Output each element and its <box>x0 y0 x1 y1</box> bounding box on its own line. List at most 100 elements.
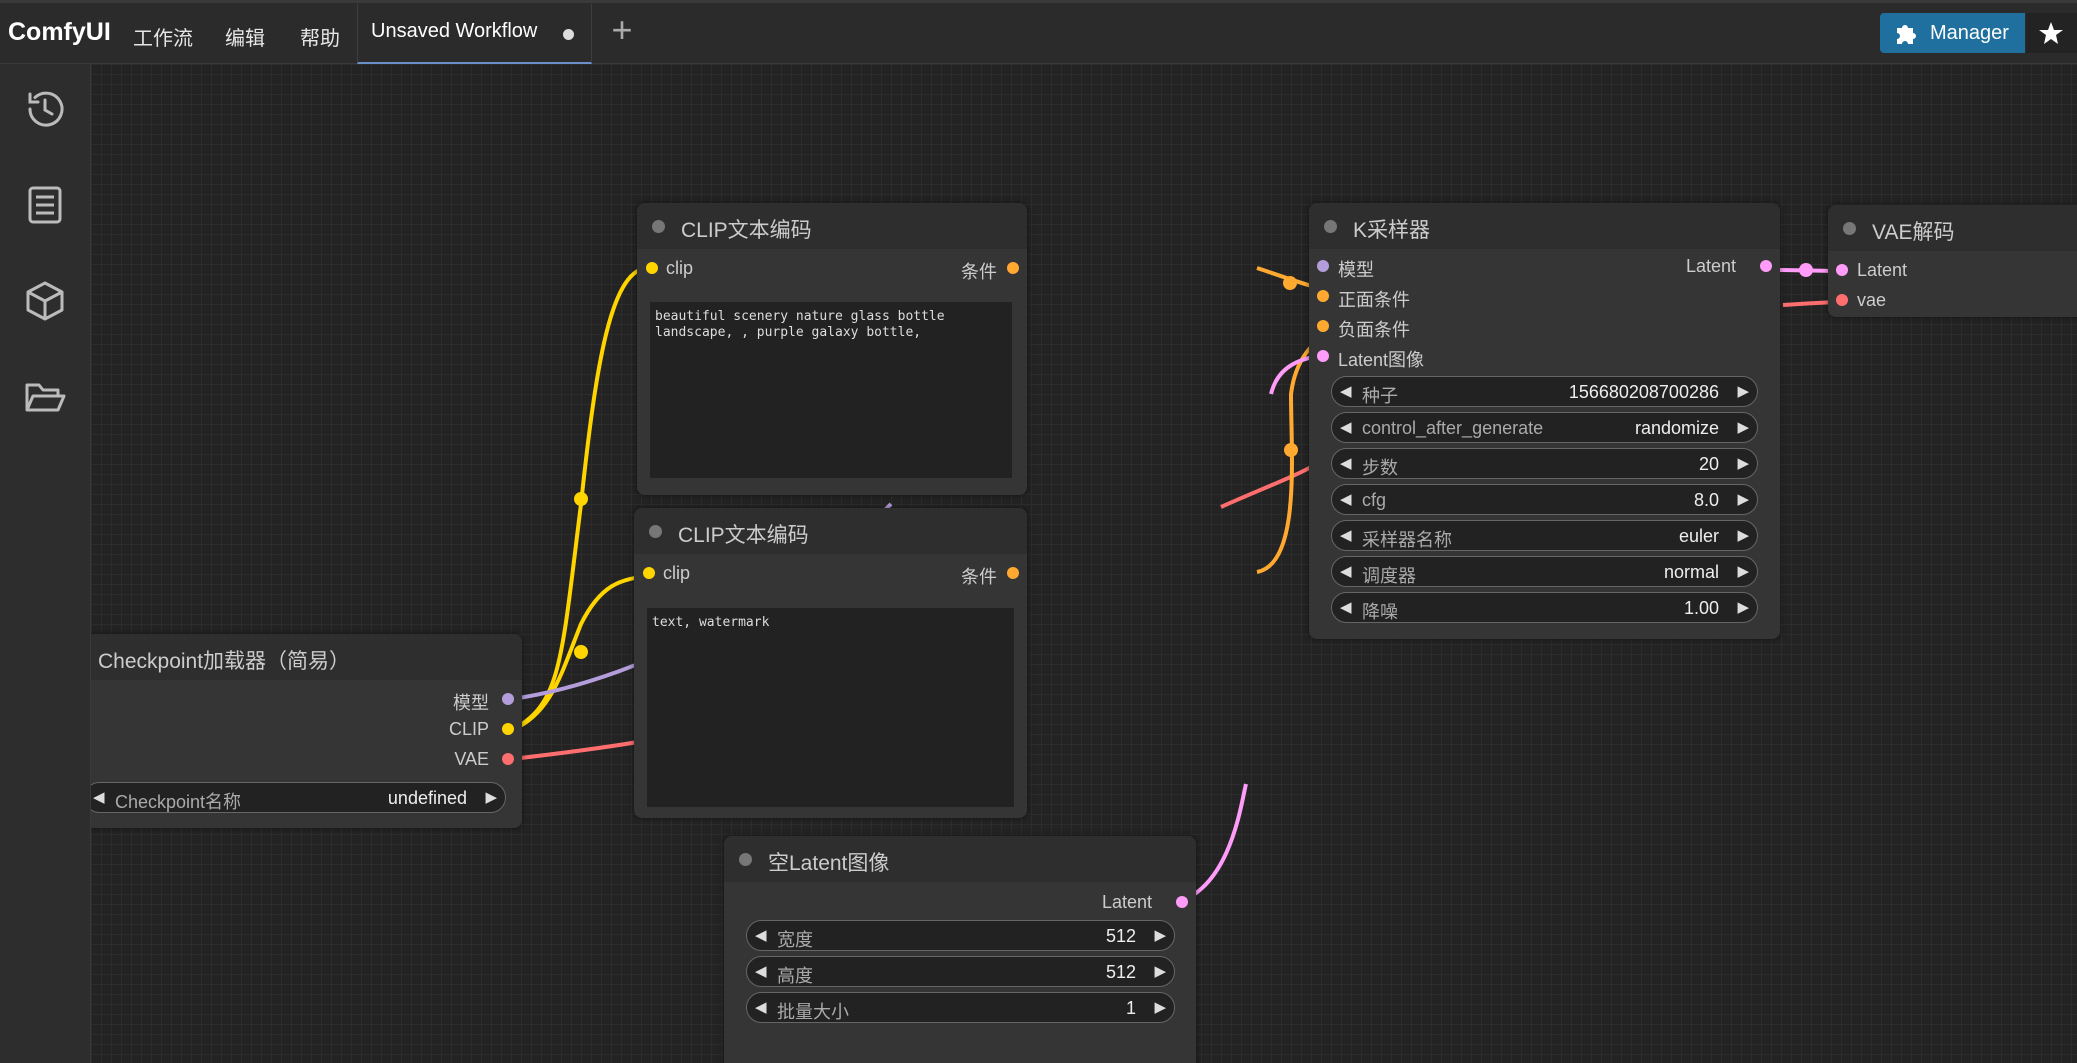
widget-name: 高度 <box>777 966 813 986</box>
prompt-textarea[interactable]: text, watermark <box>647 608 1014 807</box>
clip-input-label: clip <box>666 258 694 278</box>
menu-help[interactable]: 帮助 <box>300 28 340 50</box>
widget-name: 降噪 <box>1362 602 1398 622</box>
scheduler-combo[interactable]: ◀ 调度器 normal ▶ <box>1331 556 1758 587</box>
batch-size-widget[interactable]: ◀ 批量大小 1 ▶ <box>746 992 1175 1023</box>
node-empty-latent-image[interactable]: 空Latent图像 Latent ◀ 宽度 512 ▶ ◀ 高度 512 ▶ ◀… <box>724 836 1196 1063</box>
model-cube-icon[interactable] <box>22 278 68 324</box>
latent-input-slot[interactable] <box>1317 350 1329 362</box>
graph-canvas[interactable]: CLIP文本编码 clip 条件 beautiful scenery natur… <box>91 64 2077 1063</box>
negative-input-label: 负面条件 <box>1338 320 1410 340</box>
control-after-generate-combo[interactable]: ◀ control_after_generate randomize ▶ <box>1331 412 1758 443</box>
increment-arrow-icon[interactable]: ▶ <box>1154 999 1166 1016</box>
folder-open-icon[interactable] <box>22 374 68 420</box>
checkpoint-name-combo[interactable]: ◀ Checkpoint名称 undefined ▶ <box>91 782 506 813</box>
widget-name: 采样器名称 <box>1362 530 1452 550</box>
decrement-arrow-icon[interactable]: ◀ <box>1340 599 1352 616</box>
node-collapse-dot[interactable] <box>1843 222 1856 235</box>
decrement-arrow-icon[interactable]: ◀ <box>93 789 105 806</box>
increment-arrow-icon[interactable]: ▶ <box>485 789 497 806</box>
increment-arrow-icon[interactable]: ▶ <box>1737 419 1749 436</box>
cfg-widget[interactable]: ◀ cfg 8.0 ▶ <box>1331 484 1758 515</box>
vae-output-slot[interactable] <box>502 753 514 765</box>
decrement-arrow-icon[interactable]: ◀ <box>1340 419 1352 436</box>
widget-value: euler <box>1678 526 1719 546</box>
positive-input-slot[interactable] <box>1317 290 1329 302</box>
latent-output-label: Latent <box>1101 892 1152 912</box>
steps-widget[interactable]: ◀ 步数 20 ▶ <box>1331 448 1758 479</box>
vae-input-slot[interactable] <box>1836 294 1848 306</box>
denoise-widget[interactable]: ◀ 降噪 1.00 ▶ <box>1331 592 1758 623</box>
seed-widget[interactable]: ◀ 种子 156680208700286 ▶ <box>1331 376 1758 407</box>
increment-arrow-icon[interactable]: ▶ <box>1737 383 1749 400</box>
increment-arrow-icon[interactable]: ▶ <box>1154 963 1166 980</box>
star-icon <box>2039 22 2063 44</box>
node-checkpoint-loader[interactable]: Checkpoint加载器（简易） 模型 CLIP VAE ◀ Checkpoi… <box>91 634 522 828</box>
workflow-tab[interactable]: Unsaved Workflow <box>357 4 592 64</box>
widget-name: cfg <box>1362 490 1387 510</box>
increment-arrow-icon[interactable]: ▶ <box>1737 527 1749 544</box>
wire-clip-to-negative <box>511 574 650 732</box>
decrement-arrow-icon[interactable]: ◀ <box>755 999 767 1016</box>
latent-output-slot[interactable] <box>1760 260 1772 272</box>
node-header[interactable]: 空Latent图像 <box>724 836 1196 882</box>
decrement-arrow-icon[interactable]: ◀ <box>1340 491 1352 508</box>
decrement-arrow-icon[interactable]: ◀ <box>1340 527 1352 544</box>
node-ksampler[interactable]: K采样器 模型 正面条件 负面条件 Latent图像 Latent ◀ 种子 1… <box>1309 203 1780 639</box>
increment-arrow-icon[interactable]: ▶ <box>1737 491 1749 508</box>
conditioning-output-label: 条件 <box>961 262 997 282</box>
node-header[interactable]: CLIP文本编码 <box>634 508 1027 554</box>
decrement-arrow-icon[interactable]: ◀ <box>1340 383 1352 400</box>
conditioning-output-slot[interactable] <box>1007 262 1019 274</box>
node-clip-text-encode-negative[interactable]: CLIP文本编码 clip 条件 text, watermark <box>634 508 1027 818</box>
node-title: CLIP文本编码 <box>681 219 812 242</box>
increment-arrow-icon[interactable]: ▶ <box>1154 927 1166 944</box>
latent-input-slot[interactable] <box>1836 264 1848 276</box>
decrement-arrow-icon[interactable]: ◀ <box>755 963 767 980</box>
node-clip-text-encode-positive[interactable]: CLIP文本编码 clip 条件 beautiful scenery natur… <box>637 203 1027 495</box>
increment-arrow-icon[interactable]: ▶ <box>1737 455 1749 472</box>
decrement-arrow-icon[interactable]: ◀ <box>1340 563 1352 580</box>
clip-output-slot[interactable] <box>502 723 514 735</box>
negative-input-slot[interactable] <box>1317 320 1329 332</box>
model-output-slot[interactable] <box>502 693 514 705</box>
node-collapse-dot[interactable] <box>649 525 662 538</box>
height-widget[interactable]: ◀ 高度 512 ▶ <box>746 956 1175 987</box>
node-collapse-dot[interactable] <box>739 853 752 866</box>
node-vae-decode[interactable]: VAE解码 Latent vae <box>1828 205 2077 317</box>
favorite-button[interactable] <box>2026 13 2077 53</box>
clip-input-slot[interactable] <box>643 567 655 579</box>
wire-vae-mid <box>1220 462 1318 509</box>
conditioning-output-slot[interactable] <box>1007 567 1019 579</box>
node-header[interactable]: K采样器 <box>1309 203 1780 249</box>
widget-value: undefined <box>387 788 467 808</box>
library-icon[interactable] <box>22 182 68 228</box>
clip-input-slot[interactable] <box>646 262 658 274</box>
increment-arrow-icon[interactable]: ▶ <box>1737 599 1749 616</box>
manager-button-label: Manager <box>1930 22 2009 44</box>
node-collapse-dot[interactable] <box>652 220 665 233</box>
decrement-arrow-icon[interactable]: ◀ <box>755 927 767 944</box>
latent-output-slot[interactable] <box>1176 896 1188 908</box>
node-header[interactable]: VAE解码 <box>1828 205 2077 251</box>
node-header[interactable]: CLIP文本编码 <box>637 203 1027 249</box>
sampler-name-combo[interactable]: ◀ 采样器名称 euler ▶ <box>1331 520 1758 551</box>
node-title: 空Latent图像 <box>768 852 890 875</box>
decrement-arrow-icon[interactable]: ◀ <box>1340 455 1352 472</box>
unsaved-indicator-icon[interactable] <box>563 29 574 40</box>
top-menu-bar: ComfyUI 工作流 编辑 帮助 Unsaved Workflow + Man… <box>0 0 2077 64</box>
menu-edit[interactable]: 编辑 <box>225 28 265 50</box>
menu-workflow[interactable]: 工作流 <box>133 28 193 50</box>
manager-button[interactable]: Manager <box>1880 13 2025 53</box>
node-header[interactable]: Checkpoint加载器（简易） <box>91 634 522 680</box>
width-widget[interactable]: ◀ 宽度 512 ▶ <box>746 920 1175 951</box>
app-logo[interactable]: ComfyUI <box>8 18 111 46</box>
widget-name: control_after_generate <box>1362 418 1544 438</box>
node-collapse-dot[interactable] <box>1324 220 1337 233</box>
increment-arrow-icon[interactable]: ▶ <box>1737 563 1749 580</box>
model-input-slot[interactable] <box>1317 260 1329 272</box>
new-tab-button[interactable]: + <box>611 9 633 50</box>
conditioning-output-label: 条件 <box>961 567 997 587</box>
prompt-textarea[interactable]: beautiful scenery nature glass bottle la… <box>650 302 1012 478</box>
history-icon[interactable] <box>22 86 68 132</box>
